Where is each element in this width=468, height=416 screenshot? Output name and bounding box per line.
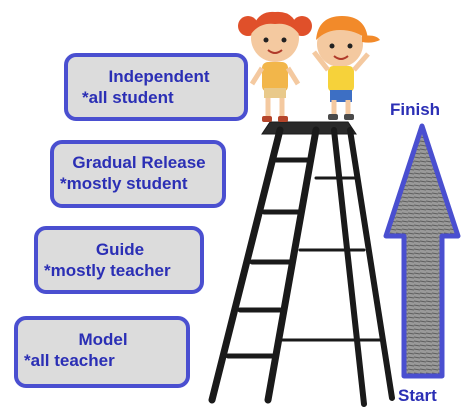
stage-box-gradual-release: Gradual Release *mostly student: [50, 140, 226, 208]
up-arrow-icon: [383, 123, 461, 379]
stage-title: Model: [78, 330, 128, 349]
stage-box-guide: Guide *mostly teacher: [34, 226, 204, 294]
stage-subtitle: *mostly teacher: [44, 261, 171, 280]
girl-character-icon: [238, 11, 312, 122]
boy-character-icon: [312, 16, 380, 120]
ladder-icon: [208, 121, 395, 407]
stage-box-independent: Independent *all student: [64, 53, 248, 121]
finish-label: Finish: [390, 100, 441, 119]
start-label: Start: [398, 386, 437, 405]
stage-title: Independent: [108, 67, 210, 86]
stage-subtitle: *all teacher: [24, 351, 115, 370]
stage-subtitle: *all student: [82, 88, 174, 107]
stage-subtitle: *mostly student: [60, 174, 188, 193]
stage-box-model: Model *all teacher: [14, 316, 190, 388]
stage-title: Guide: [95, 240, 145, 259]
stage-title: Gradual Release: [72, 153, 206, 172]
